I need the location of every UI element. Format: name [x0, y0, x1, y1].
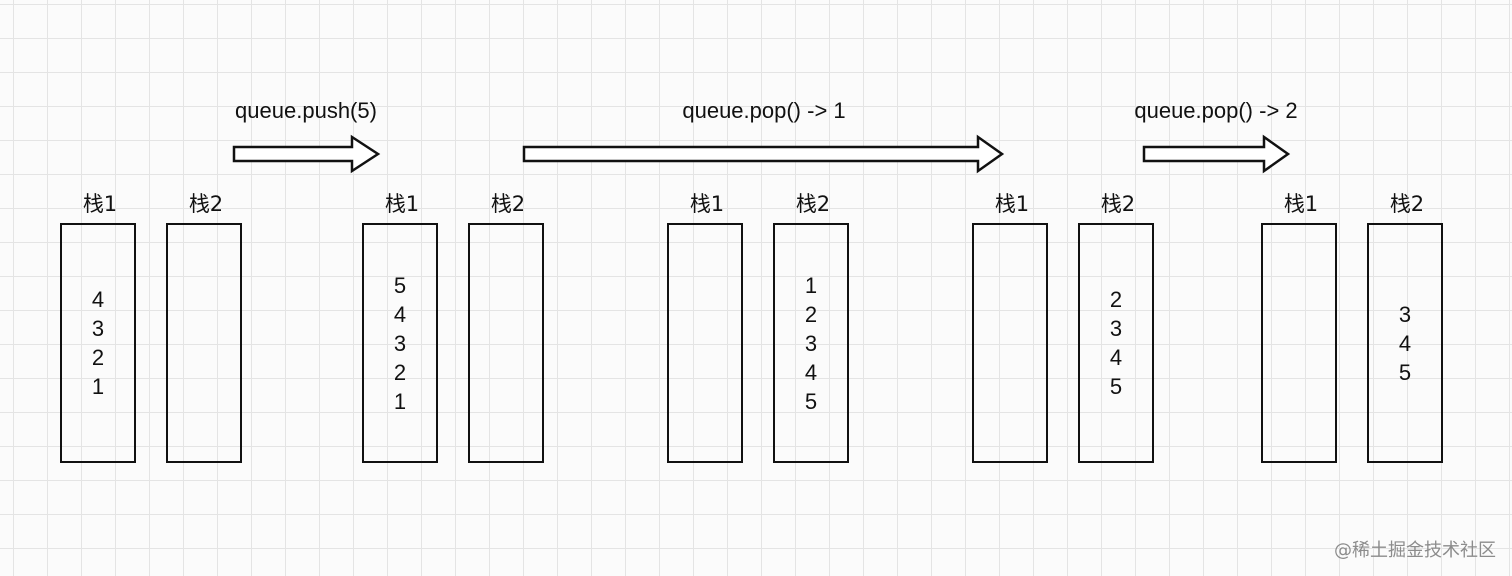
stack2-box: 2 3 4 5	[1078, 223, 1154, 463]
stack1-box	[972, 223, 1048, 463]
stack-item: 5	[1398, 359, 1412, 385]
stack-item: 2	[393, 359, 407, 385]
stack-item: 2	[1109, 287, 1123, 312]
stack-item: 4	[91, 287, 105, 312]
stack-item: 1	[804, 272, 818, 298]
op-label-pop-2: queue.pop() -> 2	[1134, 98, 1298, 123]
stack-item: 3	[91, 316, 105, 341]
arrow-right-icon	[232, 134, 381, 174]
stack-item: 4	[804, 359, 818, 385]
stack-item: 1	[91, 374, 105, 399]
stack1-box	[1261, 223, 1337, 463]
op-label-push: queue.push(5)	[235, 98, 377, 123]
stack-items: 3 4 5	[1399, 300, 1411, 387]
stack1-label: 栈1	[384, 192, 420, 216]
stack-item: 3	[393, 330, 407, 356]
stack1-box	[667, 223, 743, 463]
stack-item: 5	[393, 272, 407, 298]
stack-items: 4 3 2 1	[92, 285, 104, 401]
stack-item: 5	[1109, 374, 1123, 399]
arrow-right-icon	[1142, 134, 1291, 174]
stack2-label: 栈2	[490, 192, 526, 216]
stack2-label: 栈2	[188, 192, 224, 216]
stack2-label: 栈2	[1100, 192, 1136, 216]
stack-items: 2 3 4 5	[1110, 285, 1122, 401]
op-label-pop-1: queue.pop() -> 1	[682, 98, 846, 123]
stack1-label: 栈1	[689, 192, 725, 216]
stack2-label: 栈2	[1389, 192, 1425, 216]
stack2-label: 栈2	[795, 192, 831, 216]
stack-item: 3	[804, 330, 818, 356]
stack-item: 2	[804, 301, 818, 327]
stack-item: 5	[804, 388, 818, 414]
stack-item: 4	[1398, 330, 1412, 356]
stack-items: 1 2 3 4 5	[805, 271, 817, 416]
stack-item: 1	[393, 388, 407, 414]
stack-item: 2	[91, 345, 105, 370]
stack1-label: 栈1	[994, 192, 1030, 216]
stack1-label: 栈1	[1283, 192, 1319, 216]
stack-item: 4	[393, 301, 407, 327]
stack-item: 4	[1109, 345, 1123, 370]
stack1-box: 4 3 2 1	[60, 223, 136, 463]
watermark: @稀土掘金技术社区	[1334, 540, 1496, 561]
stack2-box: 3 4 5	[1367, 223, 1443, 463]
stack-item: 3	[1398, 301, 1412, 327]
arrow-right-icon	[522, 134, 1005, 174]
stack2-box: 1 2 3 4 5	[773, 223, 849, 463]
stack1-box: 5 4 3 2 1	[362, 223, 438, 463]
stack-item: 3	[1109, 316, 1123, 341]
stack2-box	[468, 223, 544, 463]
stack1-label: 栈1	[82, 192, 118, 216]
stack2-box	[166, 223, 242, 463]
stack-items: 5 4 3 2 1	[394, 271, 406, 416]
